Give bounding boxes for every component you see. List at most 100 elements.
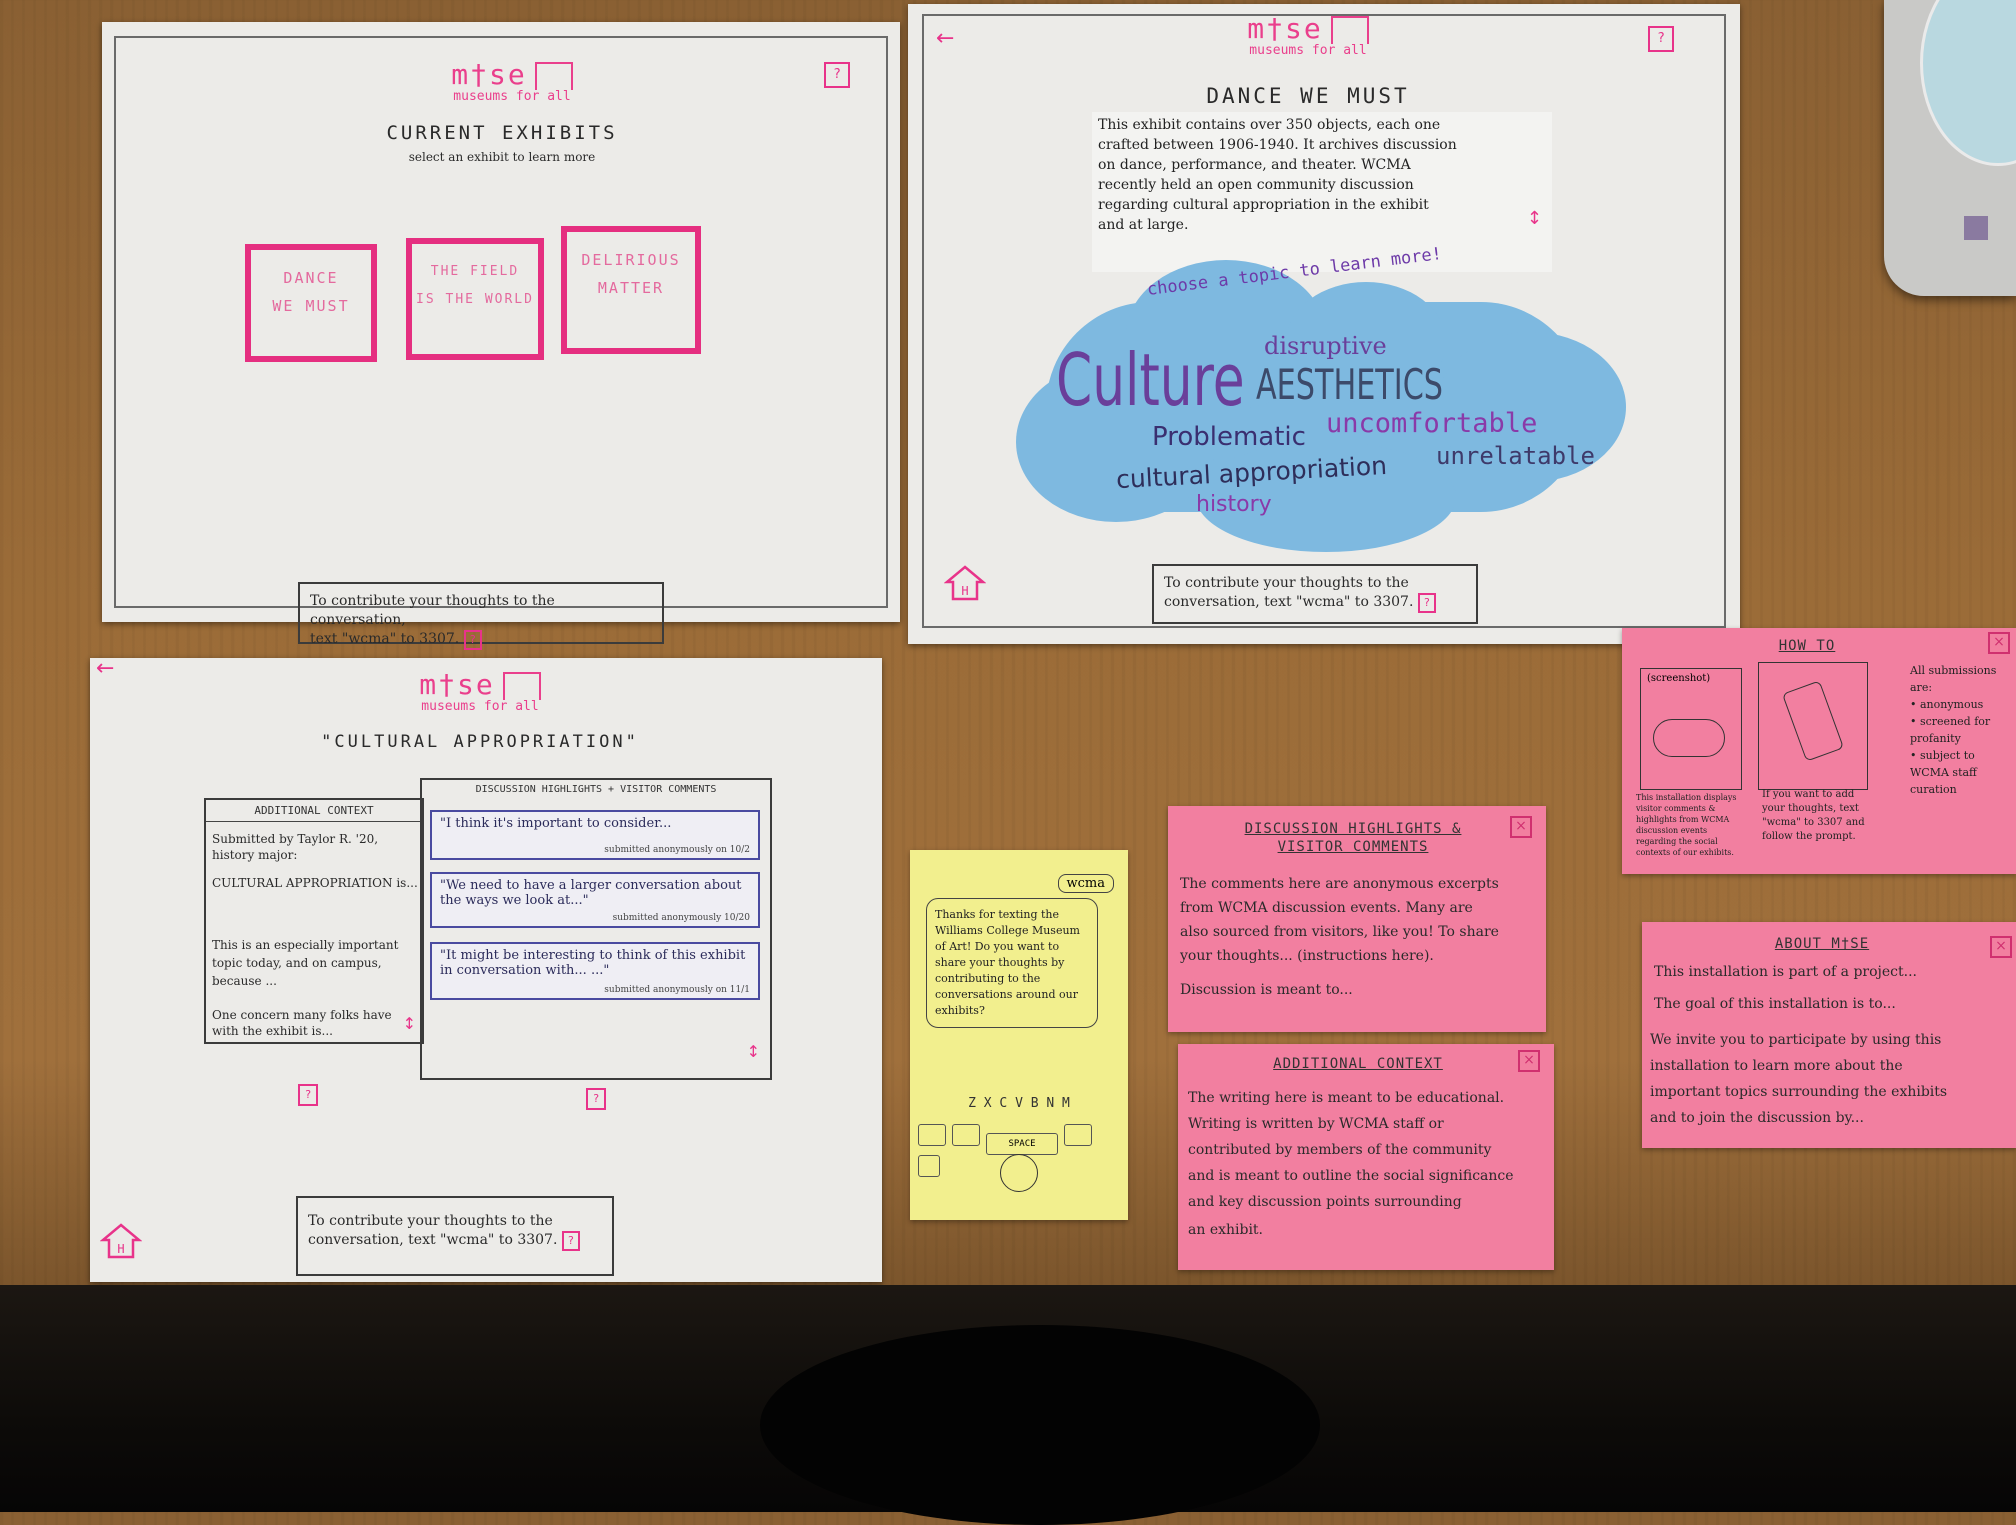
comment-text: "We need to have a larger conversation a… xyxy=(440,878,742,908)
help-button[interactable]: ? xyxy=(1417,593,1436,613)
page-title: "CULTURAL APPROPRIATION" xyxy=(321,732,639,752)
note-discussion-highlights: × DISCUSSION HIGHLIGHTS & VISITOR COMMEN… xyxy=(1168,806,1546,1032)
exhibit-card-dance-we-must[interactable]: DANCE WE MUST xyxy=(245,244,377,362)
description-line: crafted between 1906-1940. It archives d… xyxy=(1098,137,1457,153)
exhibit-line: MATTER xyxy=(597,279,665,297)
description-line: This exhibit contains over 350 objects, … xyxy=(1098,117,1441,133)
logo-name: m†se xyxy=(451,58,527,91)
museum-logo: m†se museums for all xyxy=(1158,12,1458,58)
space-key[interactable]: SPACE xyxy=(986,1133,1058,1155)
logo-tagline: museums for all xyxy=(1249,43,1367,58)
side-line: • anonymous xyxy=(1910,698,1984,711)
note-line: from WCMA discussion events. Many are xyxy=(1180,900,1473,916)
topic-unrelatable[interactable]: unrelatable xyxy=(1436,442,1595,470)
context-line: This is an especially important xyxy=(212,938,399,952)
contribute-line: conversation, text "wcma" to 3307. xyxy=(308,1232,558,1248)
help-button[interactable]: ? xyxy=(586,1088,606,1110)
topic-aesthetics[interactable]: AESTHETICS xyxy=(1256,360,1444,409)
easel-icon xyxy=(534,62,573,90)
phone-home-button-icon[interactable] xyxy=(1000,1154,1038,1192)
howto-mid-caption: If you want to add your thoughts, text "… xyxy=(1762,789,1865,842)
help-button[interactable]: ? xyxy=(463,630,482,650)
note-title: ADDITIONAL CONTEXT xyxy=(1273,1056,1443,1072)
side-line: WCMA staff xyxy=(1910,766,1977,779)
home-icon[interactable]: H xyxy=(944,564,986,602)
visitor-comment[interactable]: "It might be interesting to think of thi… xyxy=(430,942,760,1000)
additional-context-panel: ADDITIONAL CONTEXT Submitted by Taylor R… xyxy=(204,798,424,1044)
note-line: important topics surrounding the exhibit… xyxy=(1650,1084,1948,1100)
note-line: your thoughts... (instructions here). xyxy=(1180,948,1434,964)
comment-text: "I think it's important to consider... xyxy=(440,816,672,831)
help-button[interactable]: ? xyxy=(298,1084,318,1106)
key[interactable] xyxy=(952,1124,980,1146)
laptop-corner xyxy=(1884,0,2016,296)
comment-submitted: submitted anonymously on 11/1 xyxy=(604,985,750,995)
phone-sketch-panel xyxy=(1758,662,1868,790)
visitor-comment[interactable]: "I think it's important to consider... s… xyxy=(430,810,760,860)
key[interactable] xyxy=(1064,1124,1092,1146)
cloud-shape xyxy=(1436,332,1626,482)
description-line: recently held an open community discussi… xyxy=(1098,177,1414,193)
topic-uncomfortable[interactable]: uncomfortable xyxy=(1326,408,1538,439)
backspace-key[interactable] xyxy=(918,1155,940,1177)
sheet-current-exhibits: m†se museums for all ? CURRENT EXHIBITS … xyxy=(102,22,900,650)
home-icon[interactable]: H xyxy=(100,1222,142,1260)
description-line: regarding cultural appropriation in the … xyxy=(1098,197,1429,213)
sheet-frame xyxy=(922,14,1726,628)
sheet-dance-we-must: ← m†se museums for all ? DANCE WE MUST T… xyxy=(908,4,1740,644)
topic-problematic[interactable]: Problematic xyxy=(1152,422,1306,452)
note-line: and is meant to outline the social signi… xyxy=(1188,1168,1514,1184)
page-title: DANCE WE MUST xyxy=(1206,84,1410,108)
exhibit-card-delirious-matter[interactable]: DELIRIOUS MATTER xyxy=(561,226,701,354)
back-arrow-icon[interactable]: ← xyxy=(936,26,955,51)
exhibit-card-the-field[interactable]: THE FIELD IS THE WORLD xyxy=(406,238,544,360)
topic-history[interactable]: history xyxy=(1196,492,1272,517)
cloud-sketch-icon xyxy=(1653,719,1725,757)
note-how-to: × HOW TO (screenshot) This installation … xyxy=(1622,628,2016,874)
side-line: curation xyxy=(1910,783,1957,796)
note-line: Writing is written by WCMA staff or xyxy=(1188,1116,1444,1132)
side-line: • screened for xyxy=(1910,715,1991,728)
sms-message-bubble: Thanks for texting the Williams College … xyxy=(926,898,1098,1028)
scroll-arrows-icon[interactable]: ↕ xyxy=(746,1042,760,1061)
keyboard-bottom-row: SPACE xyxy=(918,1124,1124,1181)
easel-icon xyxy=(502,672,541,700)
page-title: CURRENT EXHIBITS xyxy=(386,122,618,144)
close-icon[interactable]: × xyxy=(1988,632,2010,654)
note-line: installation to learn more about the xyxy=(1650,1058,1903,1074)
topic-culture[interactable]: Culture xyxy=(1056,338,1245,422)
key[interactable] xyxy=(918,1124,946,1146)
logo-tagline: museums for all xyxy=(421,699,539,714)
note-additional-context: × ADDITIONAL CONTEXT The writing here is… xyxy=(1178,1044,1554,1270)
exhibit-description: This exhibit contains over 350 objects, … xyxy=(1092,112,1552,272)
visitor-comment[interactable]: "We need to have a larger conversation a… xyxy=(430,872,760,928)
scroll-arrows-icon[interactable]: ↕ xyxy=(402,1014,416,1033)
exhibit-line: DANCE xyxy=(283,269,339,287)
note-line: contributed by members of the community xyxy=(1188,1142,1492,1158)
context-line: history major: xyxy=(212,848,298,862)
note-title: HOW TO xyxy=(1778,638,1836,654)
sms-sender: wcma xyxy=(1057,874,1114,893)
page-subtitle: select an exhibit to learn more xyxy=(408,150,596,164)
laptop-pixel-sticker xyxy=(1964,216,1988,240)
cloud-shape xyxy=(1286,282,1446,402)
scroll-arrows-icon[interactable]: ↕ xyxy=(1526,208,1542,229)
side-line: All submissions xyxy=(1910,664,1997,677)
topic-disruptive[interactable]: disruptive xyxy=(1264,332,1387,360)
help-button[interactable]: ? xyxy=(561,1231,580,1251)
help-button[interactable]: ? xyxy=(1648,26,1674,52)
discussion-highlights-panel: DISCUSSION HIGHLIGHTS + VISITOR COMMENTS… xyxy=(420,778,772,1080)
side-line: are: xyxy=(1910,681,1933,694)
note-line: The comments here are anonymous excerpts xyxy=(1180,876,1499,892)
cloud-shape xyxy=(1016,362,1216,522)
help-button[interactable]: ? xyxy=(824,62,850,88)
close-icon[interactable]: × xyxy=(1518,1050,1540,1072)
close-icon[interactable]: × xyxy=(1510,816,1532,838)
close-icon[interactable]: × xyxy=(1990,936,2012,958)
note-line: also sourced from visitors, like you! To… xyxy=(1180,924,1499,940)
contribute-line: To contribute your thoughts to the xyxy=(308,1213,553,1229)
back-arrow-icon[interactable]: ← xyxy=(96,656,115,681)
comment-text: "It might be interesting to think of thi… xyxy=(440,948,746,978)
comment-submitted: submitted anonymously 10/20 xyxy=(612,913,750,923)
side-line: profanity xyxy=(1910,732,1961,745)
